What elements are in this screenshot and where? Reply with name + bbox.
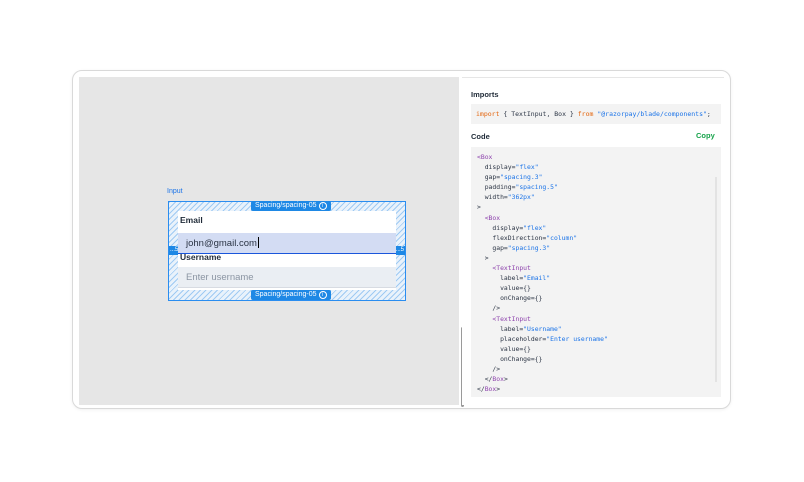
code-token: <TextInput: [477, 314, 531, 323]
code-line: gap="spacing.3": [477, 172, 715, 182]
code-token: flexDirection=: [477, 233, 547, 242]
spacing-tag-bottom-text: Spacing/spacing-05: [255, 291, 317, 298]
code-token: Box: [480, 153, 493, 161]
code-token: "Email": [523, 274, 551, 283]
spacing-tag-left: ...5: [169, 246, 180, 255]
code-line: />: [477, 303, 715, 313]
code-line: <Box: [477, 152, 715, 162]
code-token: value={}: [477, 284, 531, 293]
import-end: ;: [706, 110, 711, 118]
import-path: "@razorpay/blade/components": [593, 110, 707, 118]
code-panel: Imports import { TextInput, Box } from "…: [462, 77, 724, 405]
imports-title: Imports: [471, 90, 499, 99]
code-token: width=: [477, 193, 508, 202]
code-token: "spacing.3": [500, 173, 543, 182]
code-token: value={}: [477, 344, 531, 353]
code-line: padding="spacing.5": [477, 182, 715, 192]
code-token: "spacing.3": [507, 243, 551, 252]
code-token: >: [496, 385, 501, 394]
code-token: gap=: [477, 173, 501, 182]
info-icon: i: [318, 202, 327, 210]
code-line: onChange={}: [477, 293, 715, 303]
code-line: <TextInput: [477, 314, 715, 324]
spacing-tag-right: ...5: [394, 246, 405, 255]
code-line: label="Username": [477, 324, 715, 334]
code-token: label=: [477, 324, 524, 333]
code-token: "Username": [523, 324, 562, 333]
username-label: Username: [180, 252, 222, 262]
code-token: display=: [477, 223, 524, 232]
code-token: "column": [546, 233, 578, 242]
code-line: <TextInput: [477, 263, 715, 273]
selection-label: Input: [167, 188, 183, 195]
code-token: >: [477, 253, 489, 262]
code-token: label=: [477, 274, 524, 283]
code-token: <Box: [477, 213, 501, 222]
inner-box: Email john@gmail.com Username Enter user…: [178, 211, 396, 290]
code-line: onChange={}: [477, 354, 715, 364]
code-token: <TextInput: [477, 264, 531, 273]
code-line: flexDirection="column": [477, 233, 715, 243]
code-token: padding=: [477, 183, 516, 192]
code-token: "spacing.5": [515, 183, 558, 192]
code-token: placeholder=: [477, 334, 547, 343]
email-value: john@gmail.com: [186, 238, 257, 249]
code-token: Box: [484, 385, 497, 394]
code-line: </Box>: [477, 374, 715, 384]
code-line: >: [477, 253, 715, 263]
imports-code[interactable]: import { TextInput, Box } from "@razorpa…: [471, 104, 721, 124]
code-line: value={}: [477, 283, 715, 293]
code-token: "362px": [507, 193, 535, 202]
code-line: value={}: [477, 344, 715, 354]
email-label: Email: [180, 215, 203, 225]
code-token: <: [477, 153, 481, 161]
code-line: />: [477, 364, 715, 374]
code-token: </: [477, 385, 485, 394]
code-line: placeholder="Enter username": [477, 334, 715, 344]
code-token: />: [477, 364, 501, 373]
code-line: <Box: [477, 213, 715, 223]
code-token: "flex": [515, 163, 539, 172]
from-keyword: from: [577, 110, 594, 118]
import-keyword: import: [476, 110, 500, 118]
text-caret: [257, 237, 259, 248]
code-token: >: [503, 375, 508, 384]
info-icon: i: [318, 291, 327, 299]
panel-divider: [462, 77, 724, 78]
copy-button[interactable]: Copy: [696, 131, 715, 140]
code-token: />: [477, 304, 501, 313]
code-token: "Enter username": [546, 334, 608, 343]
import-names: { TextInput, Box }: [499, 110, 578, 118]
code-line: label="Email": [477, 273, 715, 283]
code-token: onChange={}: [477, 294, 543, 303]
code-scrollbar[interactable]: [715, 177, 717, 382]
code-line: gap="spacing.3": [477, 243, 715, 253]
code-token: display=: [477, 163, 516, 172]
code-token: onChange={}: [477, 354, 543, 363]
username-placeholder: Enter username: [186, 272, 254, 283]
code-token: Box: [492, 375, 504, 384]
code-line: display="flex": [477, 162, 715, 172]
code-token: </: [477, 375, 493, 384]
email-field[interactable]: john@gmail.com: [178, 233, 396, 254]
code-block[interactable]: <Box display="flex" gap="spacing.3" padd…: [471, 147, 721, 397]
username-field[interactable]: Enter username: [178, 267, 396, 288]
code-line: >: [477, 202, 715, 212]
code-token: gap=: [477, 243, 508, 252]
code-line: </Box>: [477, 384, 715, 394]
code-token: >: [477, 203, 481, 212]
code-line: width="362px": [477, 192, 715, 202]
spacing-tag-top-text: Spacing/spacing-05: [255, 202, 317, 209]
code-title: Code: [471, 132, 490, 141]
code-token: "flex": [523, 223, 547, 232]
code-line: display="flex": [477, 223, 715, 233]
